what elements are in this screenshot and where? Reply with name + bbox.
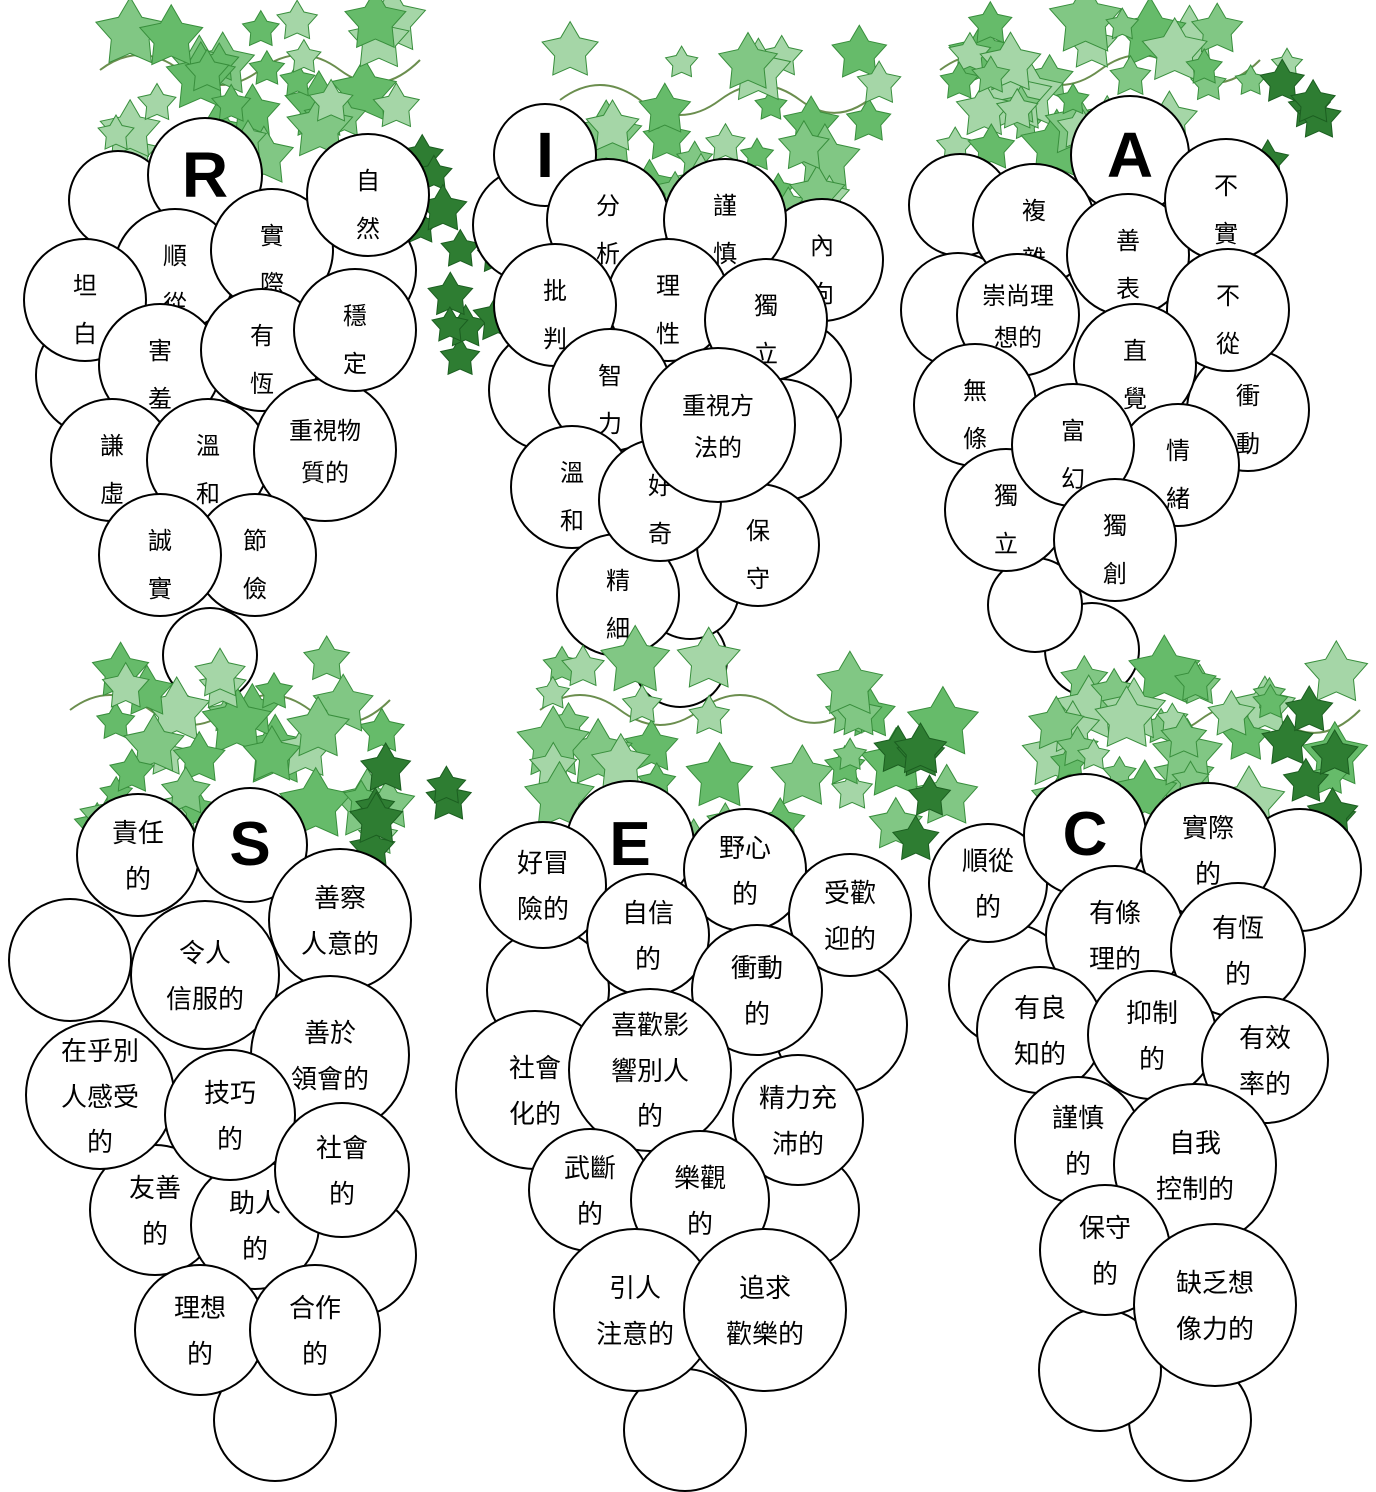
trait-label: 保守 bbox=[746, 507, 770, 603]
trait-label: 無條 bbox=[963, 367, 987, 463]
trait-label: 獨立 bbox=[994, 472, 1018, 568]
trait-label: 在乎別 人感受 的 bbox=[39, 1030, 162, 1167]
trait-label: 令人 信服的 bbox=[144, 932, 267, 1023]
trait-label: 合作 的 bbox=[261, 1287, 369, 1378]
trait-grape: 責任 的 bbox=[76, 793, 200, 917]
trait-label: 責任 的 bbox=[88, 812, 189, 903]
trait-label: 節儉 bbox=[243, 517, 267, 613]
trait-label: 理想 的 bbox=[146, 1287, 254, 1378]
grape-empty bbox=[8, 898, 132, 1022]
type-letter-label: S bbox=[194, 814, 306, 876]
trait-grape: 不實 bbox=[1164, 138, 1288, 262]
trait-grape: 自然 bbox=[306, 133, 430, 257]
trait-label: 自然 bbox=[356, 157, 380, 253]
trait-grape: 缺乏想 像力的 bbox=[1133, 1223, 1297, 1387]
trait-grape: 誠實 bbox=[98, 493, 222, 617]
type-letter-label: C bbox=[1025, 804, 1145, 866]
trait-grape: 獨創 bbox=[1053, 478, 1177, 602]
grape-empty bbox=[162, 607, 258, 703]
trait-label: 理性 bbox=[656, 262, 680, 358]
trait-label: 有良 知的 bbox=[988, 987, 1092, 1078]
trait-grape: 理想 的 bbox=[134, 1264, 266, 1396]
trait-grape: 社會 的 bbox=[274, 1102, 410, 1238]
trait-label: 穩定 bbox=[343, 292, 367, 388]
trait-label: 害羞 bbox=[148, 327, 172, 423]
trait-label: 有恆 bbox=[250, 312, 274, 408]
trait-grape: 追求 歡樂的 bbox=[683, 1228, 847, 1392]
trait-grape: 在乎別 人感受 的 bbox=[25, 1020, 175, 1170]
trait-label: 直覺 bbox=[1123, 327, 1147, 423]
trait-grape: 善察 人意的 bbox=[268, 848, 412, 992]
trait-label: 不從 bbox=[1216, 272, 1240, 368]
trait-label: 謙虛 bbox=[100, 422, 124, 518]
trait-label: 不實 bbox=[1214, 162, 1238, 258]
trait-label: 順從 的 bbox=[939, 840, 1036, 931]
trait-label: 喜歡影 響別人 的 bbox=[583, 1004, 717, 1141]
trait-label: 誠實 bbox=[148, 517, 172, 613]
trait-label: 缺乏想 像力的 bbox=[1148, 1262, 1282, 1353]
trait-label: 自信 的 bbox=[598, 892, 699, 983]
trait-label: 社會 的 bbox=[287, 1127, 398, 1218]
trait-label: 溫和 bbox=[196, 422, 220, 518]
trait-grape: 抑制 的 bbox=[1087, 970, 1217, 1100]
trait-label: 追求 歡樂的 bbox=[698, 1267, 832, 1358]
trait-label: 重視物 質的 bbox=[266, 410, 384, 494]
trait-grape: 穩定 bbox=[293, 268, 417, 392]
trait-label: 引人 注意的 bbox=[568, 1267, 702, 1358]
trait-label: 衝動 的 bbox=[703, 947, 811, 1038]
trait-label: 受歡 迎的 bbox=[800, 872, 901, 963]
trait-label: 武斷 的 bbox=[540, 1147, 641, 1238]
trait-label: 情緒 bbox=[1166, 427, 1190, 523]
trait-label: 重視方 法的 bbox=[654, 385, 782, 469]
trait-label: 善表 bbox=[1116, 217, 1140, 313]
trait-grape: 合作 的 bbox=[249, 1264, 381, 1396]
trait-label: 衝動 bbox=[1236, 372, 1260, 468]
trait-label: 獨創 bbox=[1103, 502, 1127, 598]
trait-label: 技巧 的 bbox=[176, 1072, 284, 1163]
trait-label: 坦白 bbox=[73, 262, 97, 358]
trait-label: 精細 bbox=[606, 557, 630, 653]
trait-label: 精力充 沛的 bbox=[744, 1077, 852, 1168]
trait-label: 抑制 的 bbox=[1099, 992, 1205, 1083]
trait-label: 野心 的 bbox=[695, 827, 796, 918]
trait-grape: 重視方 法的 bbox=[640, 347, 796, 503]
trait-label: 善察 人意的 bbox=[281, 877, 399, 968]
trait-label: 溫和 bbox=[560, 449, 584, 545]
trait-label: 有恆 的 bbox=[1183, 907, 1294, 998]
trait-grape: 有良 知的 bbox=[976, 966, 1104, 1094]
trait-label: 好冒 險的 bbox=[491, 842, 595, 933]
